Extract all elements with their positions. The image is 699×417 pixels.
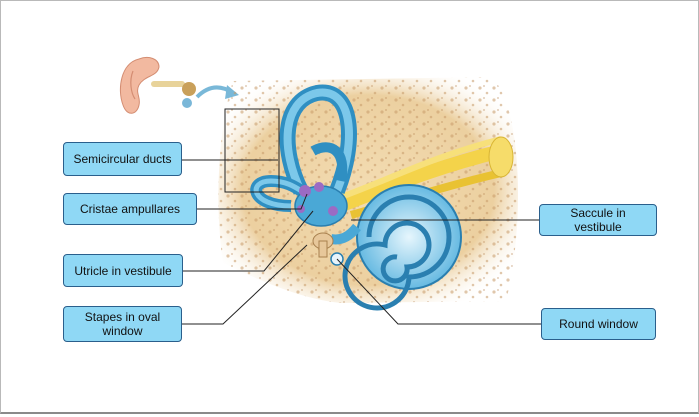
label-cristae-ampullares[interactable]: Cristae ampullares bbox=[63, 193, 197, 225]
stapes bbox=[312, 232, 334, 258]
label-round-window[interactable]: Round window bbox=[541, 308, 656, 340]
leader-cristae-ampullares bbox=[196, 193, 308, 210]
leader-lines bbox=[181, 108, 541, 325]
label-utricle-in-vestibule[interactable]: Utricle in vestibule bbox=[63, 254, 183, 287]
semicircular-canals bbox=[250, 84, 357, 212]
leader-utricle bbox=[182, 210, 314, 272]
vestibule bbox=[294, 182, 348, 227]
ear-thumbnail-icon bbox=[119, 56, 196, 114]
leader-round-window bbox=[336, 258, 541, 325]
cochlea bbox=[330, 184, 462, 311]
label-saccule-in-vestibule[interactable]: Saccule in vestibule bbox=[539, 204, 657, 236]
leader-stapes bbox=[181, 244, 308, 325]
semicircular-bracket bbox=[224, 108, 280, 193]
label-stapes-in-oval-window[interactable]: Stapes in oval window bbox=[63, 306, 182, 342]
label-semicircular-ducts[interactable]: Semicircular ducts bbox=[63, 142, 182, 176]
